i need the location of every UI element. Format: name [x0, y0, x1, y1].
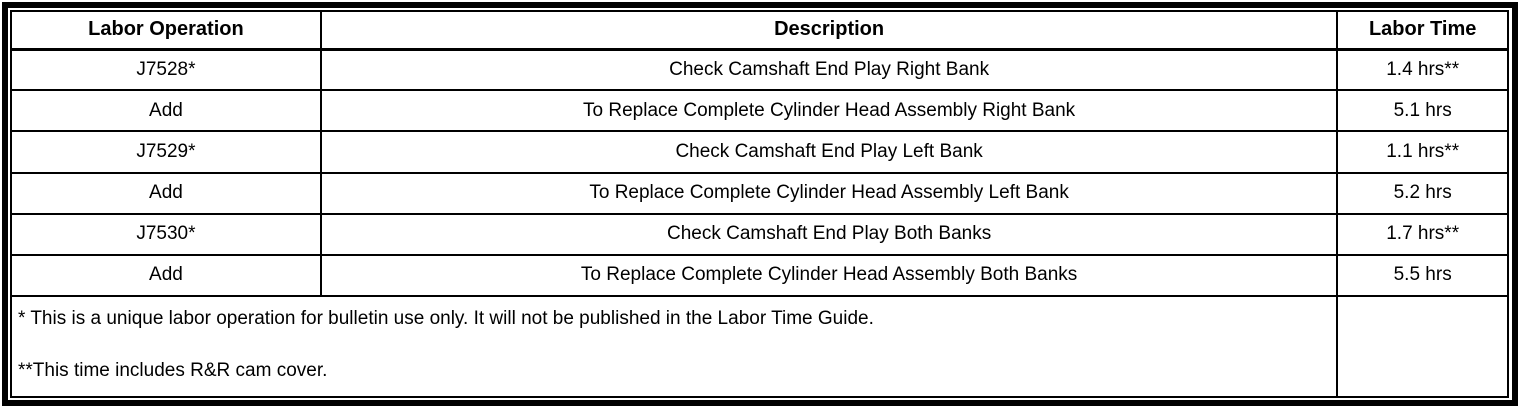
- labor-time-cell: 1.1 hrs**: [1336, 130, 1509, 174]
- labor-time-cell: 1.4 hrs**: [1336, 47, 1509, 92]
- labor-operation-cell: J7530*: [10, 212, 322, 256]
- labor-operation-cell: J7529*: [10, 130, 322, 174]
- footnote-labor-time-empty-cell: [1336, 295, 1509, 398]
- table-row: J7528* Check Camshaft End Play Right Ban…: [10, 47, 1509, 92]
- labor-operation-cell: Add: [10, 89, 322, 133]
- description-cell: Check Camshaft End Play Right Bank: [319, 47, 1339, 92]
- table-row: J7530* Check Camshaft End Play Both Bank…: [10, 212, 1509, 256]
- table-header-row: Labor Operation Description Labor Time: [10, 10, 1509, 51]
- labor-operation-cell: J7528*: [10, 47, 322, 92]
- table-row: Add To Replace Complete Cylinder Head As…: [10, 253, 1509, 298]
- labor-operation-cell: Add: [10, 253, 322, 298]
- footnotes-cell: * This is a unique labor operation for b…: [9, 295, 1339, 398]
- labor-time-cell: 5.1 hrs: [1336, 89, 1509, 133]
- description-cell: To Replace Complete Cylinder Head Assemb…: [319, 253, 1339, 298]
- description-cell: Check Camshaft End Play Both Banks: [319, 212, 1339, 256]
- column-header-labor-time: Labor Time: [1336, 10, 1509, 51]
- description-cell: Check Camshaft End Play Left Bank: [319, 130, 1339, 174]
- description-cell: To Replace Complete Cylinder Head Assemb…: [319, 89, 1339, 133]
- column-header-description: Description: [319, 10, 1339, 51]
- footnote-rr-cam-cover: **This time includes R&R cam cover.: [18, 360, 328, 382]
- column-header-labor-operation: Labor Operation: [10, 10, 322, 51]
- description-cell: To Replace Complete Cylinder Head Assemb…: [319, 171, 1339, 215]
- footnote-unique-labor-operation: * This is a unique labor operation for b…: [18, 308, 874, 330]
- footnote-row: * This is a unique labor operation for b…: [9, 295, 1509, 398]
- table-row: J7529* Check Camshaft End Play Left Bank…: [10, 130, 1509, 174]
- labor-time-cell: 5.5 hrs: [1336, 253, 1509, 298]
- table-row: Add To Replace Complete Cylinder Head As…: [10, 89, 1509, 133]
- labor-time-cell: 1.7 hrs**: [1336, 212, 1509, 256]
- labor-time-table: Labor Operation Description Labor Time J…: [9, 10, 1509, 398]
- table-row: Add To Replace Complete Cylinder Head As…: [10, 171, 1509, 215]
- labor-operation-cell: Add: [10, 171, 322, 215]
- labor-time-cell: 5.2 hrs: [1336, 171, 1509, 215]
